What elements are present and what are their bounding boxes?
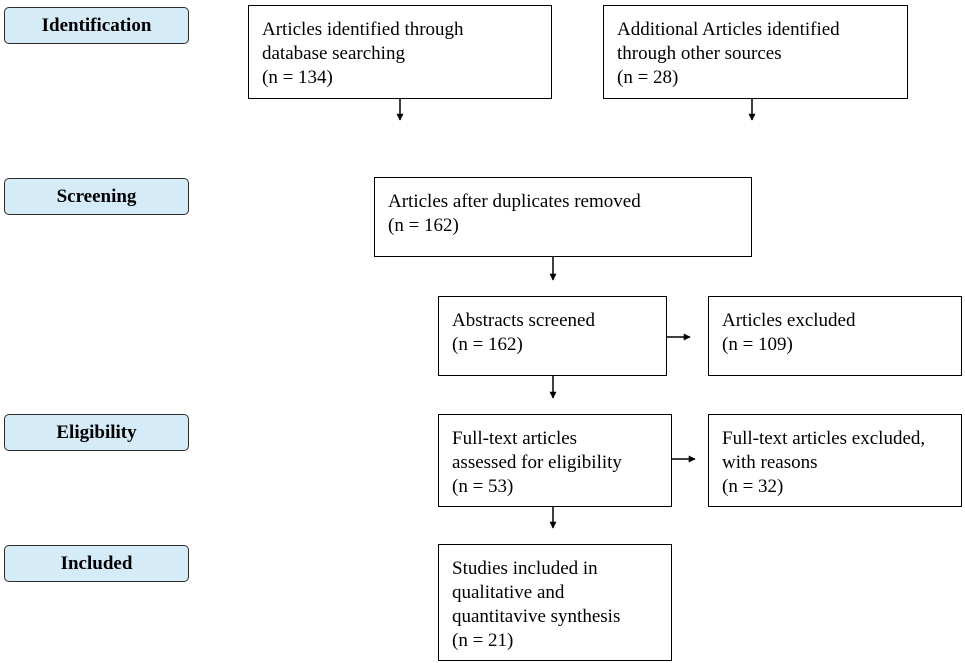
box-text: Abstracts screened <box>452 310 595 331</box>
box-fulltext-assessed: Full-text articles assessed for eligibil… <box>438 414 672 507</box>
box-text: Full-text articles excluded, <box>722 428 926 449</box>
box-text: qualitative and <box>452 582 565 603</box>
stage-label: Eligibility <box>56 422 137 443</box>
box-text: Additional Articles identified <box>617 19 840 40</box>
box-duplicates-removed: Articles after duplicates removed (n = 1… <box>374 177 752 257</box>
box-count: (n = 32) <box>722 476 784 497</box>
box-database-search: Articles identified through database sea… <box>248 5 552 99</box>
stage-label: Screening <box>56 186 137 207</box>
box-count: (n = 162) <box>452 334 523 355</box>
box-text: Studies included in <box>452 558 598 579</box>
box-count: (n = 109) <box>722 334 793 355</box>
box-studies-included: Studies included in qualitative and quan… <box>438 544 672 661</box>
box-text: quantitavive synthesis <box>452 606 621 627</box>
box-articles-excluded: Articles excluded (n = 109) <box>708 296 962 376</box>
box-count: (n = 134) <box>262 67 333 88</box>
stage-label: Included <box>60 553 133 574</box>
box-fulltext-excluded: Full-text articles excluded, with reason… <box>708 414 962 507</box>
box-count: (n = 21) <box>452 630 514 651</box>
box-text: Articles identified through <box>262 19 464 40</box>
stage-label: Identification <box>41 15 152 36</box>
box-abstracts-screened: Abstracts screened (n = 162) <box>438 296 667 376</box>
stage-identification: Identification <box>4 7 189 44</box>
box-text: assessed for eligibility <box>452 452 622 473</box>
stage-included: Included <box>4 545 189 582</box>
box-count: (n = 162) <box>388 215 459 236</box>
box-count: (n = 28) <box>617 67 679 88</box>
box-text: Full-text articles <box>452 428 578 449</box>
box-text: Articles excluded <box>722 310 856 331</box>
box-text: Articles after duplicates removed <box>388 191 641 212</box>
box-text: through other sources <box>617 43 782 64</box>
box-other-sources: Additional Articles identified through o… <box>603 5 908 99</box>
box-text: database searching <box>262 43 405 64</box>
box-count: (n = 53) <box>452 476 514 497</box>
stage-screening: Screening <box>4 178 189 215</box>
stage-eligibility: Eligibility <box>4 414 189 451</box>
box-text: with reasons <box>722 452 818 473</box>
